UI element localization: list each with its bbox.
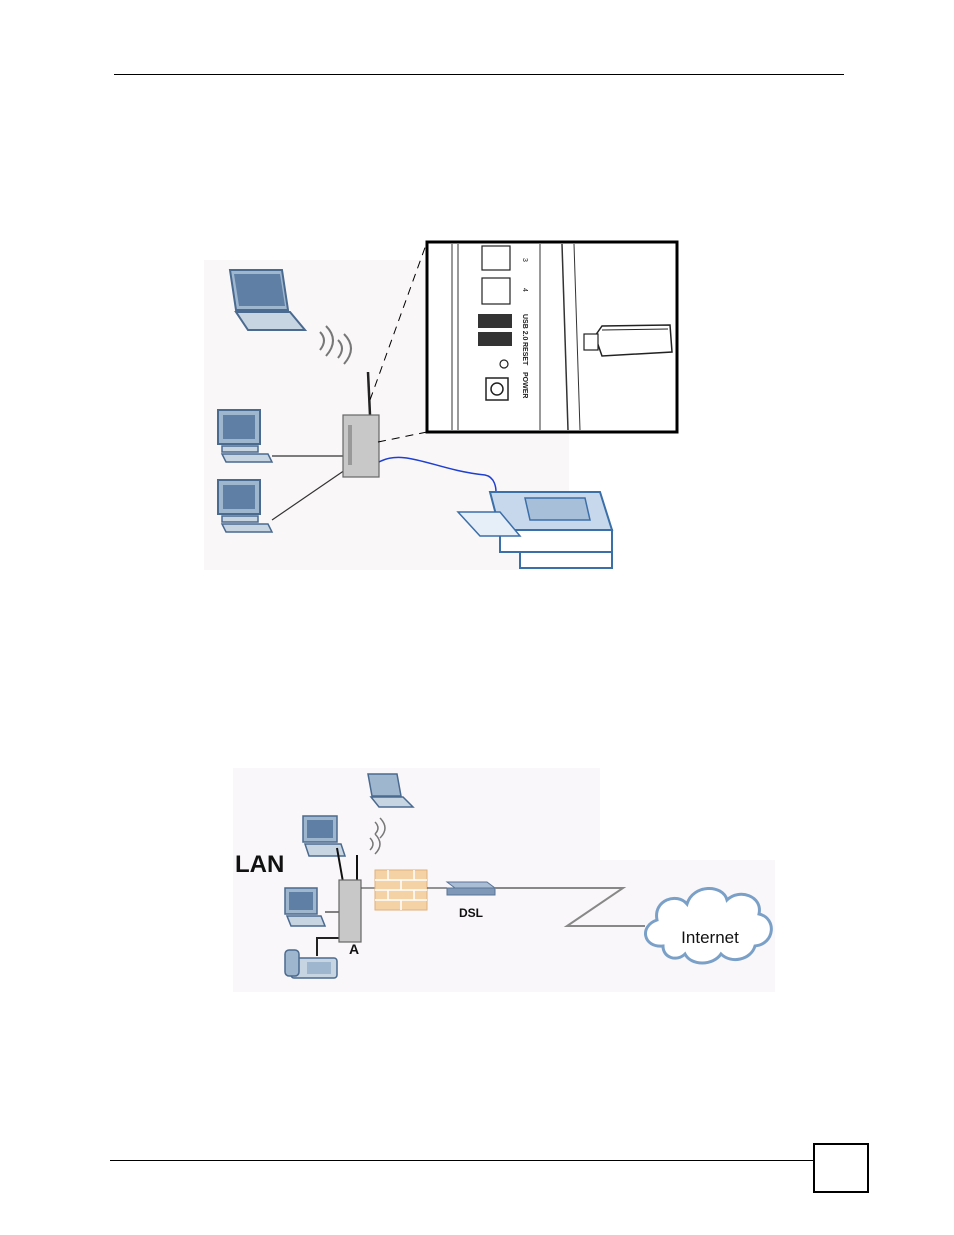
firewall-icon [375,870,427,910]
dsl-label: DSL [459,906,483,920]
port-4-label: 4 [521,288,528,292]
lan-label: LAN [235,851,284,878]
usb-printer-diagram: 3 4 USB 2.0 RESET POWER [190,230,690,580]
power-label: POWER [521,372,528,398]
usb-label: USB 2.0 [521,314,528,341]
usb-port [478,314,512,328]
lan-firewall-diagram: LAN A [225,760,785,1000]
device-a-label: A [349,941,359,957]
internet-label: Internet [681,928,739,947]
port-3-label: 3 [521,258,528,262]
internet-cloud-icon [646,888,772,963]
reset-label: RESET [521,342,528,366]
usb-port [478,332,512,346]
footer-rule [110,1160,814,1161]
usb-port-closeup: 3 4 USB 2.0 RESET POWER [427,242,677,432]
header-rule [114,74,844,75]
dsl-modem-icon [447,882,495,895]
page-number-box [813,1143,869,1193]
